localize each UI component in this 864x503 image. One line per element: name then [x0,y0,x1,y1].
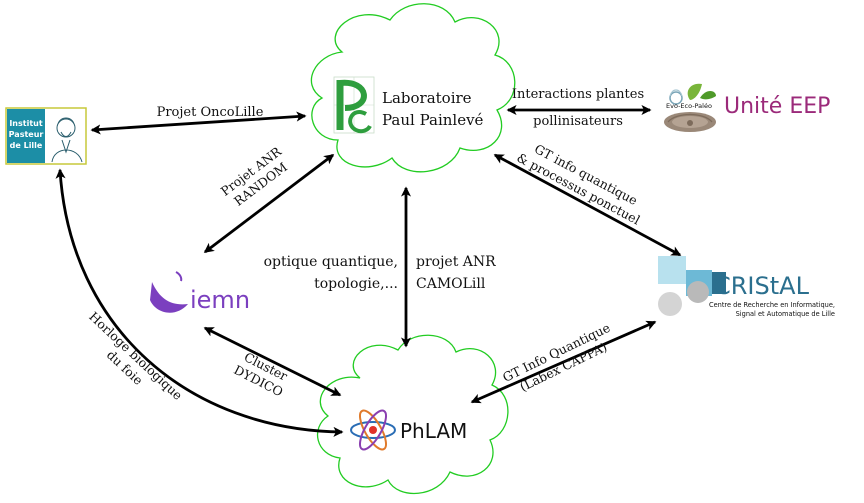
pasteur-name-line3: de Lille [10,141,43,150]
lpp-name-line2: Paul Painlevé [382,111,484,129]
edge-cappa [470,320,657,404]
phlam-name: PhLAM [400,419,467,443]
label-optique-line2: topologie,... [314,276,398,292]
cristal-sub-line2: Signal et Automatique de Lille [736,310,835,318]
edge-oncolille [90,111,307,135]
cristal-logo [658,256,726,316]
label-oncolille: Projet OncoLille [157,105,264,120]
edge-horloge [55,168,344,437]
label-eep-line2: pollinisateurs [533,114,623,129]
phlam-cloud [317,334,509,494]
pasteur-portrait-icon [51,117,83,163]
cristal-sub-line1: Centre de Recherche en Informatique, [709,301,835,309]
edges [55,104,682,437]
phlam-atom-icon [350,409,396,451]
iemn-name: iemn [190,286,250,314]
label-camolill-line1: projet ANR [416,254,496,270]
pasteur-name-line2: Pasteur [9,130,44,139]
lpp-logo [333,76,375,134]
iemn-logo [150,271,188,313]
eep-logo-text: Evo-Eco-Paléo [666,102,712,110]
cristal-name: CRIStAL [714,272,810,300]
eep-name: Unité EEP [724,94,830,119]
label-camolill-line2: CAMOLill [416,276,486,292]
label-eep-line1: Interactions plantes [512,87,644,102]
eep-logo: Evo-Eco-Paléo [664,83,716,132]
label-horloge-line1: Horloge biologique [86,309,185,403]
label-optique-line1: optique quantique, [264,254,398,270]
edge-gt-quantique [493,153,682,257]
pasteur-logo [5,107,87,165]
lpp-name-line1: Laboratoire [382,89,472,107]
pasteur-name-line1: Institut [9,119,43,128]
